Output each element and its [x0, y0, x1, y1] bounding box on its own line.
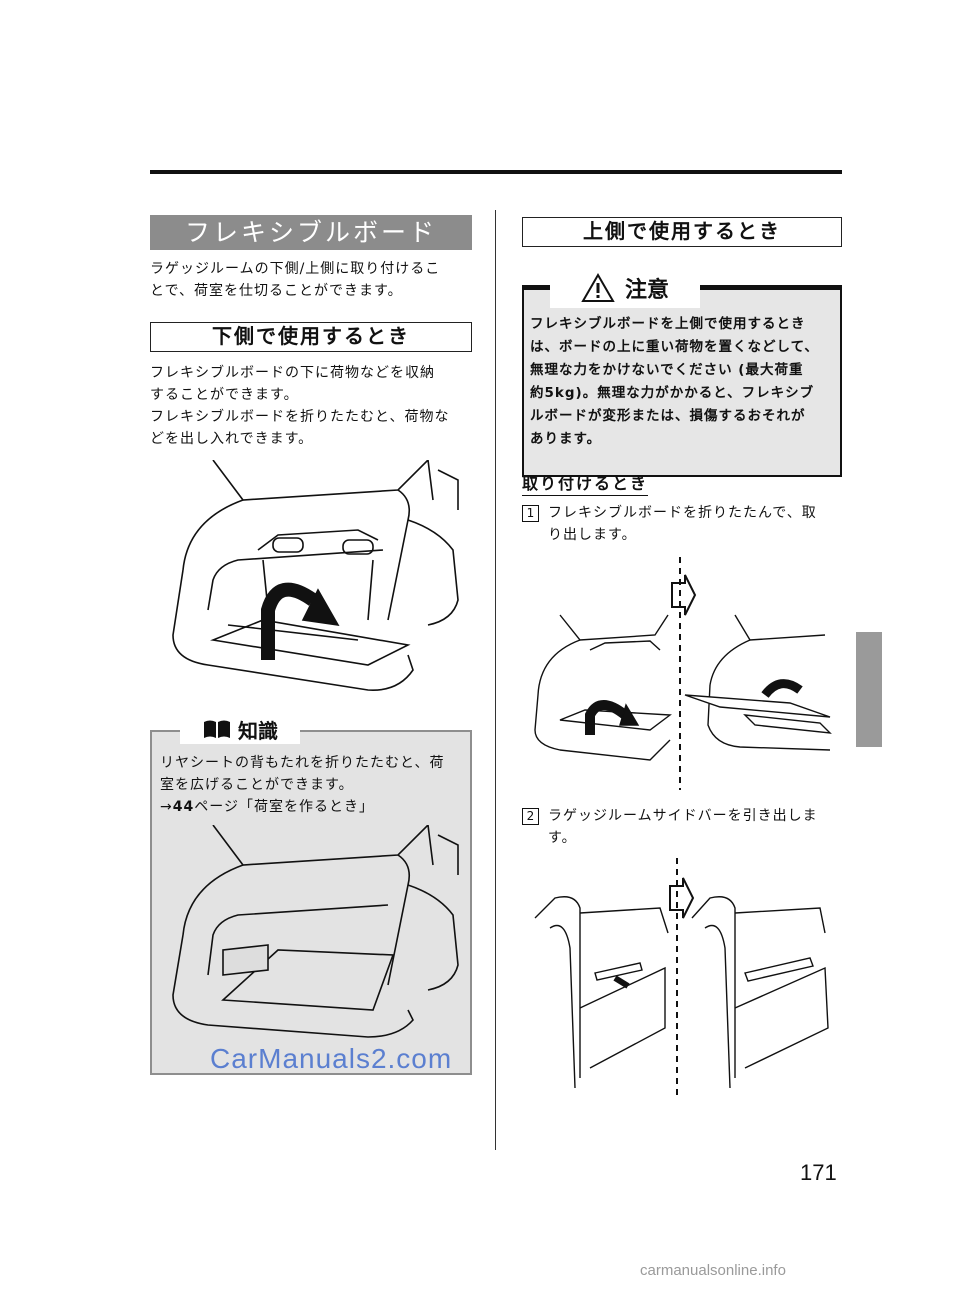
lower-text-line: フレキシブルボードの下に荷物などを収納 [150, 365, 435, 381]
chapter-side-tab [856, 632, 882, 747]
warning-triangle-icon [581, 273, 615, 302]
note-line: リヤシートの背もたれを折りたたむと、荷 [160, 755, 445, 771]
footer-watermark: carmanualsonline.info [640, 1262, 786, 1279]
caution-title: 注意 [624, 278, 669, 303]
step-1-text: フレキシブルボードを折りたたんで、取 り出します。 [548, 502, 843, 546]
note-box [150, 730, 472, 1075]
lower-use-heading: 下側で使用するとき [150, 322, 472, 352]
intro-line: ラゲッジルームの下側/上側に取り付けるこ [150, 261, 441, 277]
caution-line: ルボードが変形または、損傷するおそれが [530, 408, 806, 424]
step-2-text: ラゲッジルームサイドバーを引き出しま す。 [548, 805, 843, 849]
note-reference: →44ページ「荷室を作るとき」 [160, 796, 470, 818]
step-1-line: り出します。 [548, 527, 637, 543]
step-number-1: 1 [522, 505, 539, 522]
section-title: フレキシブルボード [150, 215, 472, 250]
caution-text: フレキシブルボードを上側で使用するとき は、ボードの上に重い荷物を置くなどして、… [530, 313, 836, 451]
intro-paragraph: ラゲッジルームの下側/上側に取り付けるこ とで、荷室を仕切ることができます。 [150, 258, 475, 302]
caution-line: フレキシブルボードを上側で使用するとき [530, 316, 806, 332]
reference-page: 44 [172, 799, 195, 815]
lower-use-paragraph: フレキシブルボードの下に荷物などを収納 することができます。 フレキシブルボード… [150, 362, 475, 450]
step-1-illustration [534, 557, 832, 790]
page-number: 171 [800, 1160, 837, 1185]
upper-use-heading: 上側で使用するとき [522, 217, 842, 247]
book-icon [204, 720, 230, 738]
lower-text-line: することができます。 [150, 387, 299, 403]
reference-text: ページ「荷室を作るとき」 [194, 799, 374, 815]
reference-arrow: → [160, 799, 173, 815]
install-heading: 取り付けるとき [522, 470, 649, 496]
top-rule [150, 170, 842, 174]
step-number-2: 2 [522, 808, 539, 825]
cargo-board-lower-illustration [172, 460, 459, 691]
caution-label: 注意 [550, 268, 700, 308]
intro-line: とで、荷室を仕切ることができます。 [150, 283, 403, 299]
lower-text-line: フレキシブルボードを折りたたむと、荷物な [150, 409, 450, 425]
column-divider [495, 210, 496, 1150]
step-2-line: す。 [548, 830, 577, 846]
step-2-line: ラゲッジルームサイドバーを引き出しま [548, 808, 818, 824]
cargo-expanded-illustration [172, 825, 459, 1038]
watermark: CarManuals2.com [210, 1043, 453, 1074]
step-1-line: フレキシブルボードを折りたたんで、取 [548, 505, 817, 521]
lower-text-line: どを出し入れできます。 [150, 431, 314, 447]
step-2-illustration [534, 858, 829, 1098]
caution-line: 無理な力をかけないでください (最大荷重 [530, 362, 804, 378]
caution-line: あります。 [530, 431, 602, 447]
note-label: 知識 [180, 714, 300, 744]
note-body: リヤシートの背もたれを折りたたむと、荷 室を広げることができます。 →44ページ… [160, 752, 470, 818]
note-line: 室を広げることができます。 [160, 777, 354, 793]
note-title: 知識 [238, 718, 278, 743]
caution-line: 約5kg)。無理な力がかかると、フレキシブ [530, 385, 815, 401]
caution-line: は、ボードの上に重い荷物を置くなどして、 [530, 339, 819, 355]
caution-box [522, 285, 842, 477]
